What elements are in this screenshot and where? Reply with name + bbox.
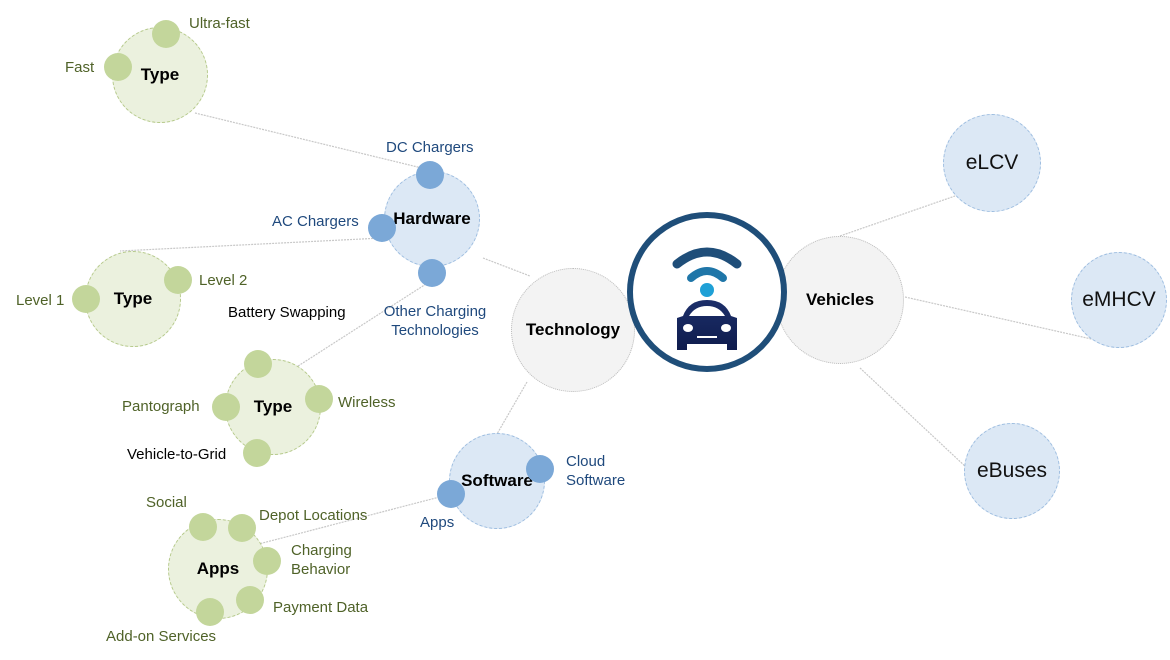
bullet-dot bbox=[212, 393, 240, 421]
connector bbox=[254, 493, 452, 546]
ultra-fast-label: Ultra-fast bbox=[189, 15, 250, 32]
bullet-dot bbox=[196, 598, 224, 626]
vehicles-node[interactable]: Vehicles bbox=[776, 236, 904, 364]
bullet-dot bbox=[418, 259, 446, 287]
bullet-dot bbox=[253, 547, 281, 575]
bullet-dot bbox=[244, 350, 272, 378]
pantograph-label: Pantograph bbox=[122, 398, 200, 415]
node-label: Type bbox=[253, 397, 293, 416]
bullet-dot bbox=[72, 285, 100, 313]
node-label: Vehicles bbox=[805, 290, 875, 309]
other-charging-label: Other Charging Technologies bbox=[383, 303, 487, 339]
connector bbox=[496, 381, 528, 435]
level-1-label: Level 1 bbox=[16, 292, 65, 309]
charging-behavior-label: Charging Behavior bbox=[291, 542, 352, 578]
node-label: eLCV bbox=[965, 151, 1019, 174]
bullet-dot bbox=[368, 214, 396, 242]
technology-node[interactable]: Technology bbox=[511, 268, 635, 392]
vehicle-ebuses[interactable]: eBuses bbox=[964, 423, 1060, 519]
node-label: Type bbox=[113, 289, 153, 308]
vehicle-emhcv[interactable]: eMHCV bbox=[1071, 252, 1167, 348]
payment-data-label: Payment Data bbox=[273, 599, 369, 616]
connector bbox=[194, 112, 431, 171]
bullet-dot bbox=[236, 586, 264, 614]
connected-car-icon bbox=[672, 247, 742, 350]
bullet-dot bbox=[243, 439, 271, 467]
bullet-dot bbox=[228, 514, 256, 542]
bullet-dot bbox=[437, 480, 465, 508]
hub-circle bbox=[627, 212, 787, 372]
node-label: Apps bbox=[196, 559, 240, 578]
bullet-dot bbox=[416, 161, 444, 189]
dc-chargers-label: DC Chargers bbox=[386, 139, 474, 156]
connector bbox=[904, 296, 1119, 346]
connector bbox=[294, 283, 427, 369]
bullet-dot bbox=[526, 455, 554, 483]
node-label: Software bbox=[461, 471, 533, 490]
battery-swapping-label: Battery Swapping bbox=[228, 304, 346, 321]
add-on-services-label: Add-on Services bbox=[106, 628, 217, 645]
node-label: eMHCV bbox=[1082, 288, 1156, 311]
social-label: Social bbox=[146, 494, 187, 511]
connector bbox=[482, 257, 531, 277]
bullet-dot bbox=[152, 20, 180, 48]
depot-locations-label: Depot Locations bbox=[259, 507, 368, 524]
connector bbox=[119, 237, 383, 252]
bullet-dot bbox=[305, 385, 333, 413]
node-label: Technology bbox=[525, 320, 621, 339]
apps-label: Apps bbox=[420, 514, 455, 531]
vehicle-elcv[interactable]: eLCV bbox=[943, 114, 1041, 212]
node-label: eBuses bbox=[976, 459, 1048, 482]
other-type-node[interactable]: Type bbox=[225, 359, 321, 455]
ac-chargers-label: AC Chargers bbox=[272, 213, 359, 230]
node-label: Hardware bbox=[393, 209, 471, 228]
node-label: Type bbox=[140, 65, 180, 84]
connector bbox=[839, 195, 956, 237]
bullet-dot bbox=[164, 266, 192, 294]
connector bbox=[859, 367, 968, 469]
bullet-dot bbox=[104, 53, 132, 81]
wireless-label: Wireless bbox=[338, 394, 396, 411]
cloud-software-label: Cloud Software bbox=[566, 453, 626, 489]
software-node[interactable]: Software bbox=[449, 433, 545, 529]
bullet-dot bbox=[189, 513, 217, 541]
vehicle-to-grid-label: Vehicle-to-Grid bbox=[127, 446, 227, 463]
fast-label: Fast bbox=[65, 59, 95, 76]
level-2-label: Level 2 bbox=[199, 272, 248, 289]
